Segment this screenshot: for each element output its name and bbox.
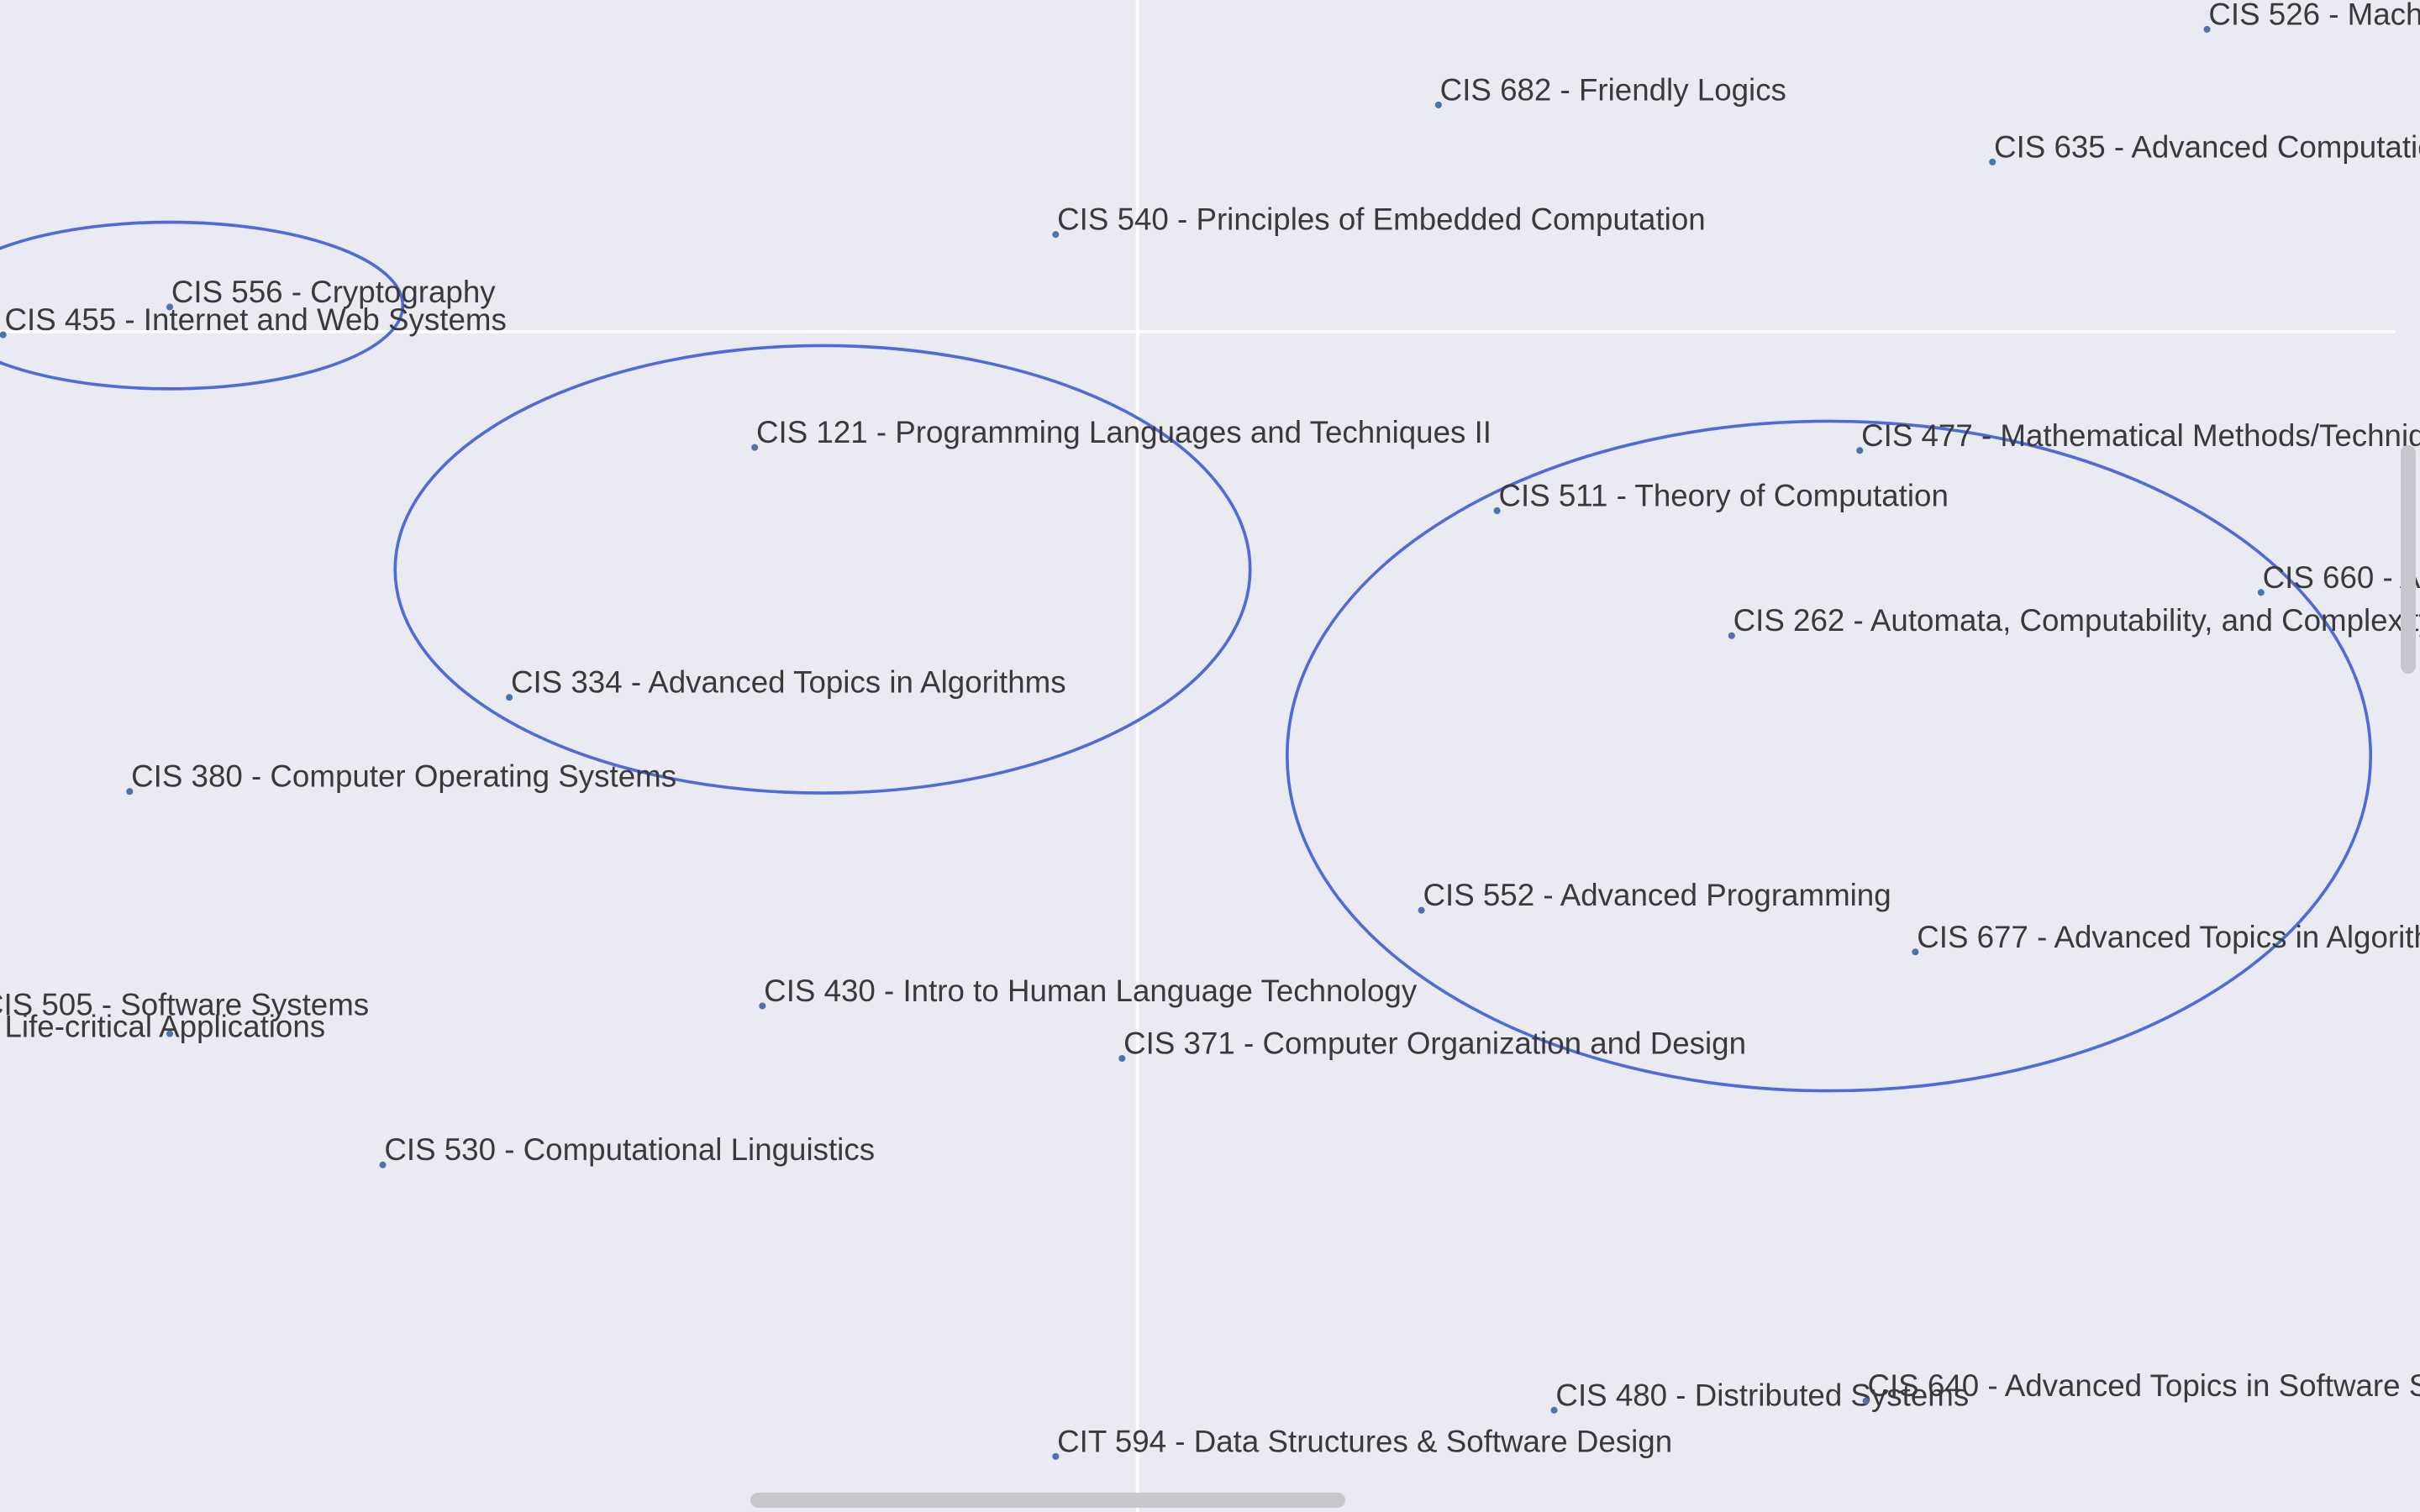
point-marker [1989, 158, 1996, 165]
cluster-ellipse [0, 220, 405, 391]
scatter-point: CIS 526 - Machine Trans [2203, 0, 2420, 33]
point-marker [506, 694, 513, 701]
cluster-ellipse [1285, 419, 2373, 1093]
point-label: CIS 511 - Theory of Computation [1498, 478, 1948, 512]
point-marker [1550, 1406, 1558, 1414]
point-marker [1434, 101, 1442, 108]
scatter-point: CIS 477 - Mathematical Methods/Technique… [1856, 418, 2420, 454]
point-marker [1052, 1452, 1060, 1460]
point-label: CIS 556 - Cryptography [171, 275, 496, 309]
point-marker [1118, 1054, 1126, 1063]
scatter-point: CIS 262 - Automata, Computability, and C… [1728, 603, 2420, 639]
point-marker [1418, 906, 1425, 914]
scatter-point: CIS 480 - Distributed Systems [1550, 1378, 1969, 1414]
point-marker [2203, 25, 2211, 33]
scatter-point: CIS 121 - Programming Languages and Tech… [751, 415, 1491, 451]
scatter-point: CIS 540 - Principles of Embedded Computa… [1052, 202, 1706, 239]
point-marker [126, 788, 134, 795]
point-marker [2257, 589, 2265, 596]
scatter-point: CIS 530 - Computational Linguistics [379, 1132, 875, 1168]
point-label: CIT 594 - Data Structures & Software Des… [1057, 1424, 1672, 1458]
scatter-point: CIS 430 - Intro to Human Language Techno… [759, 974, 1418, 1010]
point-label: CIS 660 - Advanc [2263, 560, 2420, 595]
scatter-point: CIS 640 - Advanced Topics in Software Sy… [1862, 1368, 2420, 1404]
point-label: CIS 262 - Automata, Computability, and C… [1733, 603, 2420, 638]
point-label: CIS 380 - Computer Operating Systems [131, 759, 676, 794]
point-marker [166, 1030, 174, 1037]
point-marker [379, 1161, 387, 1168]
cluster-ellipse [393, 344, 1252, 795]
point-marker [1728, 632, 1735, 639]
scatter-point: CIS 660 - Advanc [2257, 560, 2420, 596]
point-marker [1493, 507, 1501, 514]
point-marker [751, 444, 759, 451]
point-label: CIS 640 - Advanced Topics in Software Sy… [1867, 1368, 2420, 1403]
point-label: CIS 480 - Distributed Systems [1555, 1378, 1969, 1412]
point-label: CIS 540 - Principles of Embedded Computa… [1057, 202, 1706, 237]
scatter-point: CIS 552 - Advanced Programming [1418, 878, 1891, 914]
point-marker [1052, 231, 1060, 239]
scatter-point: CIS 334 - Advanced Topics in Algorithms [506, 665, 1066, 701]
point-marker [1862, 1397, 1870, 1404]
scatter-point: CIS 682 - Friendly Logics [1434, 72, 1786, 108]
horizontal-scrollbar-thumb[interactable] [750, 1493, 1345, 1508]
point-marker [166, 303, 174, 311]
point-label: CIS 552 - Advanced Programming [1423, 878, 1891, 912]
point-label: CIS 635 - Advanced Computational Biology… [1994, 129, 2420, 164]
point-label: Life-critical Applications [5, 1009, 326, 1043]
scatter-point: CIS 635 - Advanced Computational Biology… [1989, 129, 2420, 165]
scatter-point: CIS 511 - Theory of Computation [1493, 478, 1949, 514]
point-label: CIS 505 - Software Systems [0, 988, 369, 1022]
scatter-point: CIS 505 - Software SystemsLife-critical … [0, 988, 369, 1044]
scatter-point: CIS 455 - Internet and Web Systems [0, 302, 507, 339]
point-label: CIS 455 - Internet and Web Systems [5, 302, 507, 337]
scatter-point: CIS 556 - Cryptography [166, 275, 496, 311]
point-marker [0, 331, 7, 339]
scatter-point: CIT 594 - Data Structures & Software Des… [1052, 1424, 1672, 1460]
point-label: CIS 477 - Mathematical Methods/Technique… [1861, 418, 2420, 453]
cluster-layer [0, 220, 2373, 1093]
scatter-point: CIS 677 - Advanced Topics in Algorithms … [1912, 920, 2420, 956]
point-label: CIS 677 - Advanced Topics in Algorithms … [1917, 920, 2420, 954]
point-label: CIS 530 - Computational Linguistics [384, 1132, 875, 1167]
point-label: CIS 334 - Advanced Topics in Algorithms [511, 665, 1066, 700]
point-marker [759, 1002, 766, 1010]
point-marker [1912, 948, 1919, 956]
point-label: CIS 371 - Computer Organization and Desi… [1123, 1026, 1746, 1060]
point-label: CIS 682 - Friendly Logics [1440, 72, 1786, 107]
scatter-point: CIS 371 - Computer Organization and Desi… [1118, 1026, 1746, 1063]
scatter-point: CIS 380 - Computer Operating Systems [126, 759, 676, 795]
vertical-scrollbar[interactable] [2396, 0, 2420, 1488]
point-label: CIS 526 - Machine Trans [2208, 0, 2420, 31]
point-label: CIS 121 - Programming Languages and Tech… [756, 415, 1491, 449]
vertical-scrollbar-thumb[interactable] [2401, 445, 2416, 674]
point-marker [1856, 447, 1864, 454]
point-label: CIS 430 - Intro to Human Language Techno… [764, 974, 1418, 1008]
point-layer: CIS 526 - Machine TransCIS 682 - Friendl… [0, 0, 2420, 1460]
